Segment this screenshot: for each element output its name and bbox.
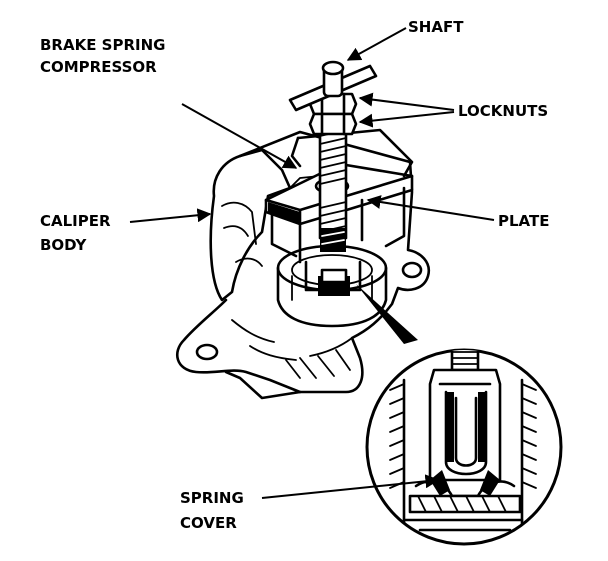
label-brake-spring-compressor-line2: COMPRESSOR [40,58,157,76]
label-spring-cover-line1: SPRING [180,489,244,507]
label-caliper-body-line2: BODY [40,236,88,254]
label-plate-text: PLATE [498,212,549,230]
label-caliper-body-line1: CALIPER [40,212,111,230]
spring-cover-leader [261,474,440,499]
label-plate: PLATE [366,195,549,230]
shaft-leader [346,27,407,61]
label-shaft-text: SHAFT [408,18,464,36]
label-spring-cover: SPRING COVER [180,474,440,532]
detail-leader [356,284,418,344]
brake-spring-compressor-leader [181,103,298,169]
label-locknuts-text: LOCKNUTS [458,102,548,120]
detail-magnifier [365,348,563,546]
label-spring-cover-line2: COVER [180,514,237,532]
label-caliper-body: CALIPER BODY [40,208,212,254]
label-brake-spring-compressor: BRAKE SPRING COMPRESSOR [40,36,298,169]
locknuts-leader-upper [358,92,455,111]
plate-leader [366,195,495,221]
label-locknuts: LOCKNUTS [358,92,548,128]
shaft-drawing [288,60,378,252]
caliper-body-leader [129,208,212,223]
label-shaft: SHAFT [346,18,464,61]
label-brake-spring-compressor-line1: BRAKE SPRING [40,36,165,54]
locknuts-leader-lower [358,111,455,128]
